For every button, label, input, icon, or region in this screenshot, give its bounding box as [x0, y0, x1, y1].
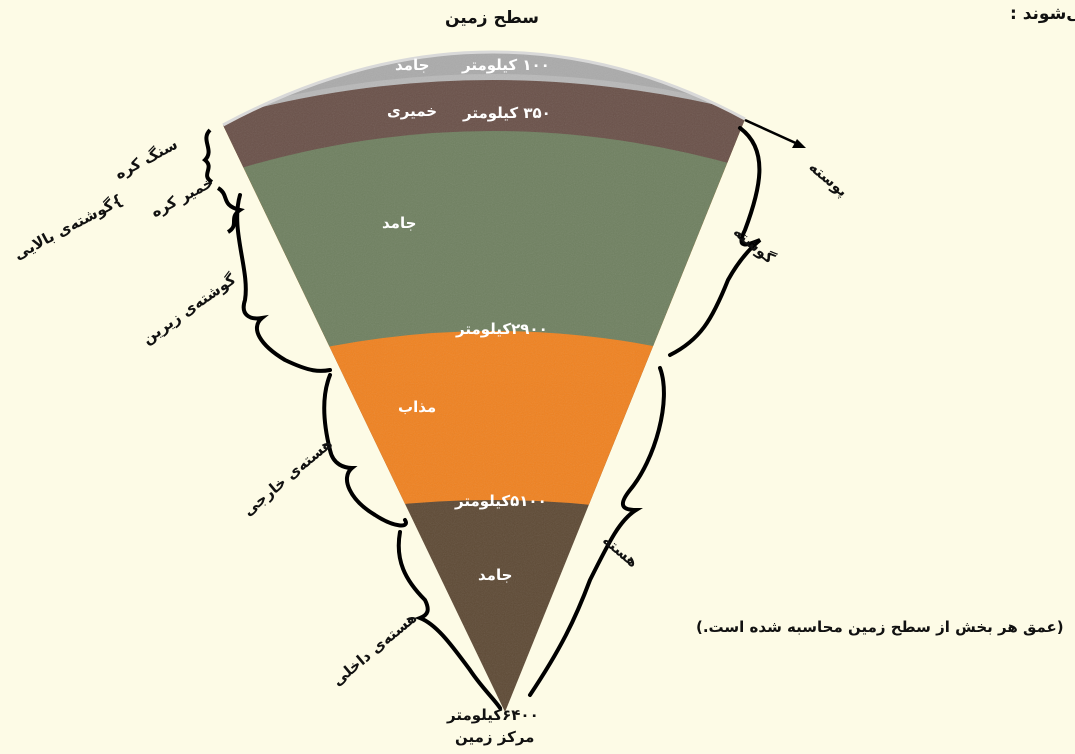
- center-title: مرکز زمین: [455, 728, 534, 746]
- inner-core-state: جامد: [478, 566, 512, 584]
- lower-mantle-state: جامد: [382, 214, 416, 232]
- depth-note: (عمق هر بخش از سطح زمین محاسبه شده است.): [696, 618, 1064, 636]
- outer-core-state: مذاب: [398, 398, 436, 416]
- crust-depth: ۱۰۰ کیلومتر: [462, 56, 550, 74]
- outer-core-depth: ۵۱۰۰کیلومتر: [455, 492, 547, 510]
- crust-state: جامد: [395, 56, 429, 74]
- surface-title: سطح زمین: [445, 8, 539, 28]
- asthenosphere-state: خمیری: [387, 102, 437, 120]
- center-depth: ۶۴۰۰کیلومتر: [447, 706, 539, 724]
- asthenosphere-depth: ۳۵۰ کیلومتر: [463, 104, 551, 122]
- lower-mantle-depth: ۲۹۰۰کیلومتر: [456, 320, 548, 338]
- corner-text: می‌شوند :: [1010, 4, 1075, 24]
